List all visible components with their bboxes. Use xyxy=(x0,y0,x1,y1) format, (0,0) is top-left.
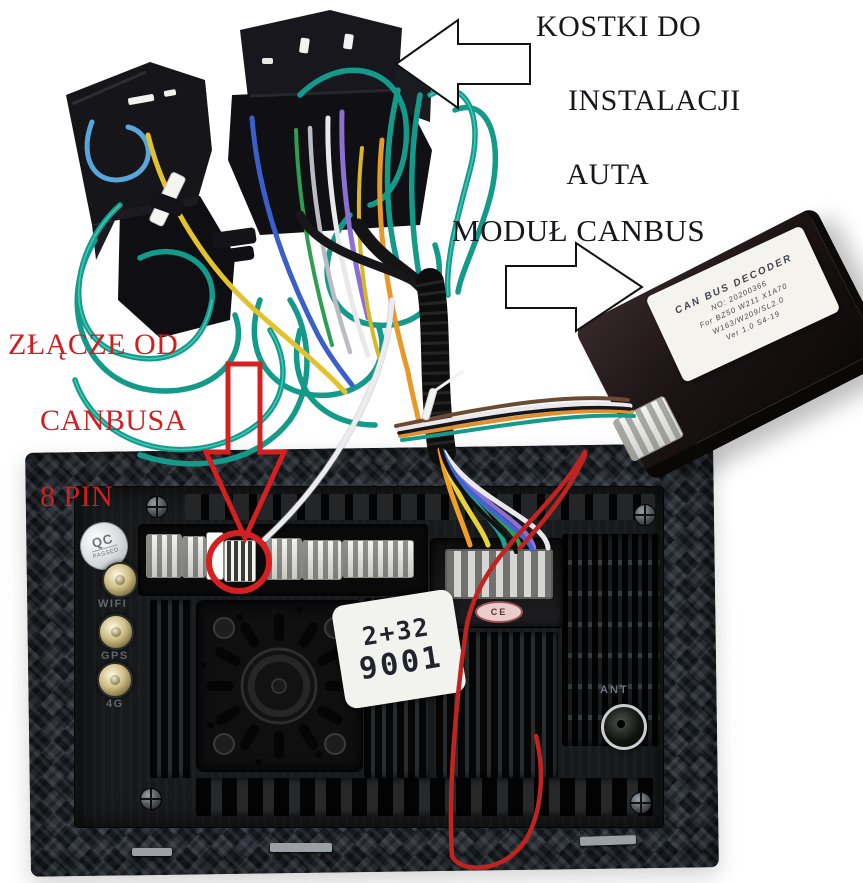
canbus-branch-wires xyxy=(394,370,636,442)
annotation-connector-line2: CANBUSA xyxy=(40,404,187,437)
4g-antenna-connector xyxy=(97,662,133,698)
screw xyxy=(140,788,162,810)
mount-tab xyxy=(270,843,332,852)
fan-graphic xyxy=(199,606,359,766)
main-connector-socket xyxy=(445,549,553,599)
wifi-antenna-connector xyxy=(102,562,138,598)
connector-row xyxy=(138,524,428,596)
ce-label: CE xyxy=(475,601,523,623)
canbus-8pin-wire xyxy=(261,297,396,543)
connector-block xyxy=(266,538,302,580)
arrow-down-icon xyxy=(202,361,288,545)
red-wire xyxy=(448,449,588,870)
connector-block xyxy=(146,534,182,578)
mount-tab xyxy=(132,848,172,856)
connector-block xyxy=(342,540,414,578)
vents-top xyxy=(185,494,655,520)
screw xyxy=(146,496,168,518)
colored-wires xyxy=(84,109,432,431)
screw xyxy=(634,504,656,526)
canbus-8pin-socket xyxy=(224,540,256,582)
annotation-harness-line2: INSTALACJI xyxy=(568,84,741,117)
wire-tag xyxy=(149,172,257,265)
gps-label: GPS xyxy=(101,650,129,662)
arrow-left-icon xyxy=(394,18,531,110)
connector-block xyxy=(182,536,206,578)
wifi-label: WIFI xyxy=(98,598,128,610)
vents-left xyxy=(150,600,192,778)
highlight-circle xyxy=(206,530,272,594)
ant-label: ANT xyxy=(600,684,629,696)
annotation-connector-line3: 8 PIN xyxy=(40,480,114,513)
annotation-harness: KOSTKI DO INSTALACJI AUTA xyxy=(536,8,741,193)
main-harness-connector: CE xyxy=(430,538,564,628)
4g-label: 4G xyxy=(106,698,124,710)
annotation-harness-line3: AUTA xyxy=(566,158,650,191)
annotation-connector-line1: ZŁĄCZE OD xyxy=(8,328,179,361)
annotation-module: MODUŁ CANBUS xyxy=(452,213,706,248)
radio-antenna-socket xyxy=(601,704,647,750)
gps-antenna-connector xyxy=(98,614,134,650)
annotation-harness-line1: KOSTKI DO xyxy=(536,10,702,43)
arrow-right-icon xyxy=(505,241,644,333)
connector-block xyxy=(302,540,342,580)
screw xyxy=(630,792,652,814)
vents-bottom xyxy=(196,778,654,816)
annotation-connector: ZŁĄCZE OD CANBUSA 8 PIN xyxy=(8,326,187,516)
